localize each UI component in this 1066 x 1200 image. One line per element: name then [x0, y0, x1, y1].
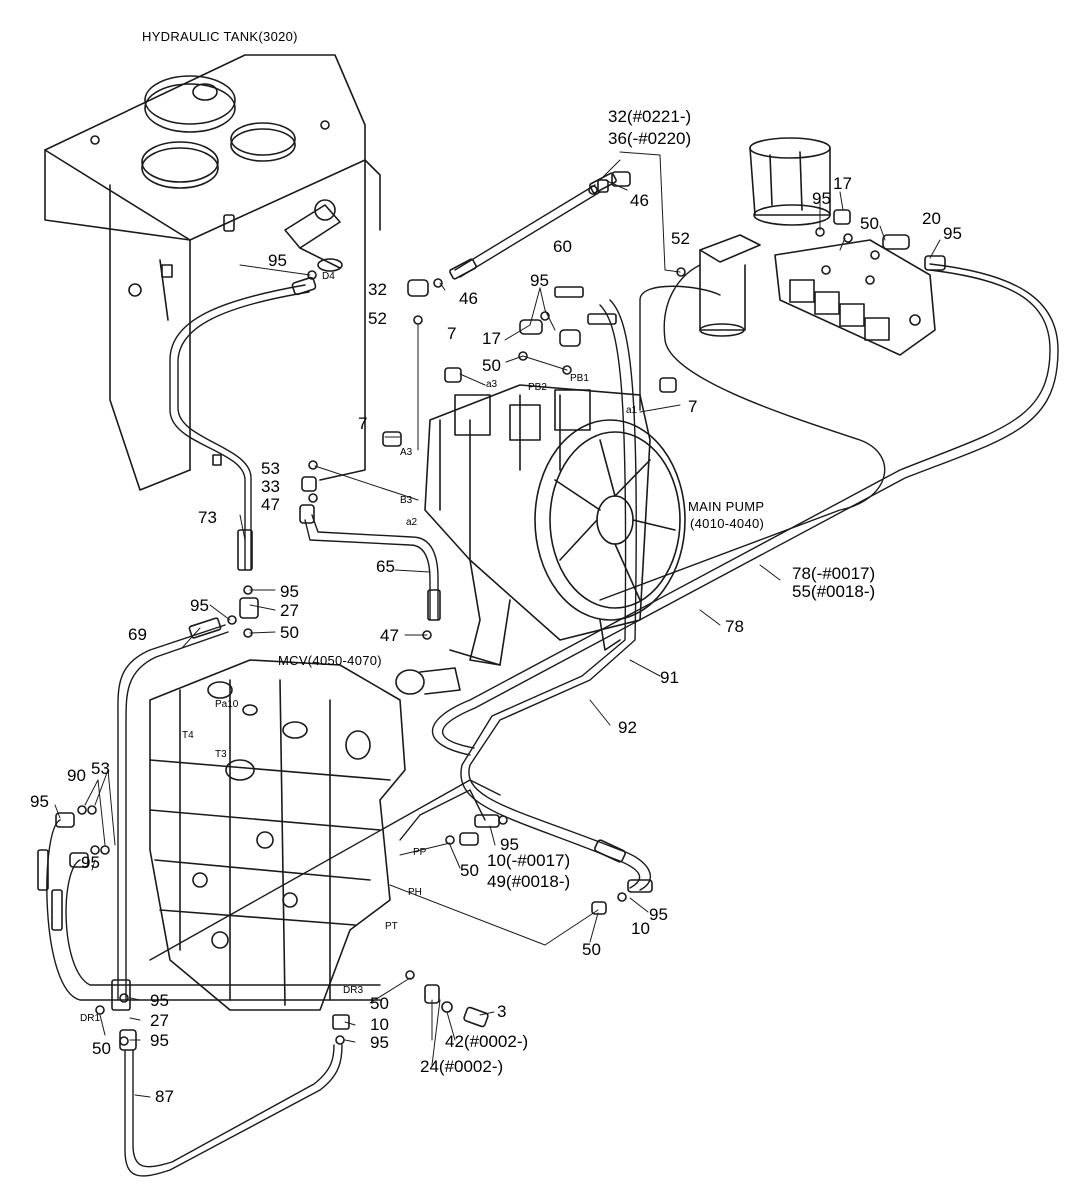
part-78-old-label: 78(-#0017): [792, 564, 876, 583]
part-33-label: 33: [261, 477, 280, 496]
part-60-label: 60: [553, 237, 572, 256]
part-47-a-label: 47: [261, 495, 280, 514]
port-t3-label: T3: [215, 749, 227, 760]
port-dr1-label: DR1: [80, 1013, 101, 1024]
part-50-right-label: 50: [860, 214, 879, 233]
part-95-tee-label: 95: [280, 582, 299, 601]
part-78-label: 78: [725, 617, 744, 636]
part-53-a-label: 53: [261, 459, 280, 478]
part-91-label: 91: [660, 668, 679, 687]
mcv-caption: MCV(4050-4070): [278, 653, 382, 668]
port-d4-label: D4: [322, 271, 335, 282]
part-20-label: 20: [922, 209, 941, 228]
part-52-right-label: 52: [671, 229, 690, 248]
port-pt-label: PT: [385, 921, 398, 932]
part-50-pp-label: 50: [460, 861, 479, 880]
hoses: [46, 184, 1059, 1177]
part-7-b-label: 7: [358, 414, 368, 433]
part-46-top-label: 46: [630, 191, 649, 210]
part-50-pump-label: 50: [482, 356, 501, 375]
port-a1-label: a1: [626, 405, 638, 416]
part-92-label: 92: [618, 718, 637, 737]
part-95-tee-left-label: 95: [190, 596, 209, 615]
part-50-dr1-label: 50: [92, 1039, 111, 1058]
port-a2-label: a2: [406, 517, 418, 528]
part-90-label: 90: [67, 766, 86, 785]
port-a3-label: a3: [486, 379, 498, 390]
part-50-ph-label: 50: [582, 940, 601, 959]
part-24-label: 24(#0002-): [420, 1057, 504, 1076]
part-10-ph-label: 10: [631, 919, 650, 938]
part-95-right-b-label: 95: [943, 224, 962, 243]
part-87-label: 87: [155, 1087, 174, 1106]
fittings: [37, 171, 946, 1051]
o-rings: [77, 185, 880, 1046]
part-7-c-label: 7: [688, 397, 698, 416]
part-50-tee-label: 50: [280, 623, 299, 642]
part-17-right-label: 17: [833, 174, 852, 193]
hydraulic-tank-caption: HYDRAULIC TANK(3020): [142, 29, 298, 44]
part-50-pt-label: 50: [370, 994, 389, 1013]
port-t4-label: T4: [182, 730, 194, 741]
part-27-b-label: 27: [150, 1011, 169, 1030]
part-95-right-a-label: 95: [812, 189, 831, 208]
port-A3-label: A3: [400, 447, 413, 458]
part-65-label: 65: [376, 557, 395, 576]
part-52-left-label: 52: [368, 309, 387, 328]
part-95-mcv-b-label: 95: [81, 853, 100, 872]
port-B3-label: B3: [400, 495, 413, 506]
pilot-filter-solenoid-block: [699, 137, 936, 356]
part-95-dr1a-label: 95: [150, 991, 169, 1010]
main-pump-range-caption: (4010-4040): [690, 516, 765, 531]
port-ph-label: PH: [408, 887, 422, 898]
part-95-pp-label: 95: [500, 835, 519, 854]
port-pp-label: PP: [413, 847, 427, 858]
part-36-old-label: 36(-#0220): [608, 129, 692, 148]
part-95-dr1b-label: 95: [150, 1031, 169, 1050]
part-32-new-label: 32(#0221-): [608, 107, 692, 126]
part-55-new-label: 55(#0018-): [792, 582, 876, 601]
main-pump-caption: MAIN PUMP: [688, 499, 765, 514]
main-pump: [395, 384, 686, 695]
part-46-label: 46: [459, 289, 478, 308]
part-69-label: 69: [128, 625, 147, 644]
part-32-label: 32: [368, 280, 387, 299]
hydraulic-tank: [44, 54, 381, 491]
part-95-dr-label: 95: [370, 1033, 389, 1052]
part-10-old-label: 10(-#0017): [487, 851, 571, 870]
part-10-dr-label: 10: [370, 1015, 389, 1034]
port-pb2-label: PB2: [528, 382, 547, 393]
part-27-a-label: 27: [280, 601, 299, 620]
part-47-b-label: 47: [380, 626, 399, 645]
part-95-pump-label: 95: [530, 271, 549, 290]
port-dr3-label: DR3: [343, 985, 364, 996]
part-53-b-label: 53: [91, 759, 110, 778]
part-7-a-label: 7: [447, 324, 457, 343]
part-3-label: 3: [497, 1002, 507, 1021]
main-control-valve: [149, 659, 406, 1011]
part-42-label: 42(#0002-): [445, 1032, 529, 1051]
leader-lines: [54, 151, 941, 1098]
port-pa10-label: Pa10: [215, 699, 239, 710]
part-95-ph-label: 95: [649, 905, 668, 924]
part-49-new-label: 49(#0018-): [487, 872, 571, 891]
part-95-tank-label: 95: [268, 251, 287, 270]
part-73-label: 73: [198, 508, 217, 527]
port-pb1-label: PB1: [570, 373, 589, 384]
part-17-pump-label: 17: [482, 329, 501, 348]
part-95-mcv-a-label: 95: [30, 792, 49, 811]
